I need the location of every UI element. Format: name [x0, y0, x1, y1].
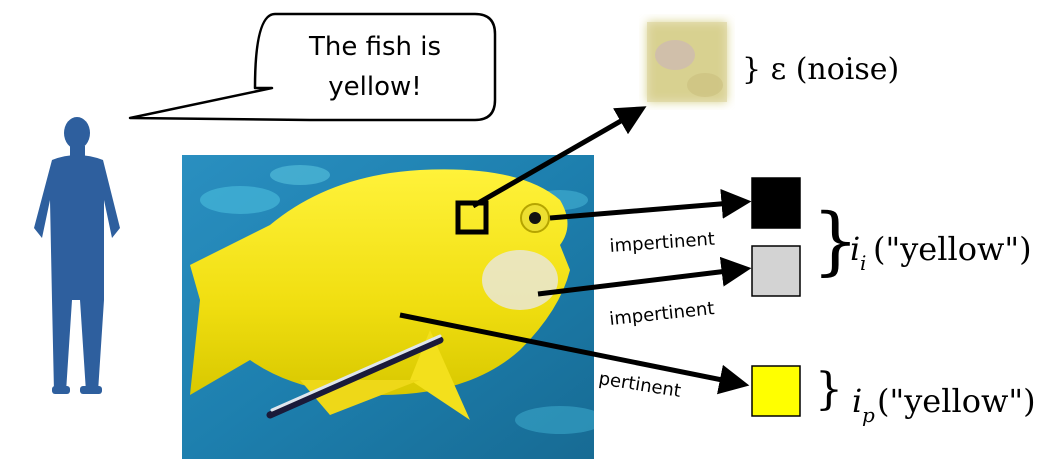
speech-line-1: The fish is — [308, 32, 441, 62]
impertinent-label-bottom: impertinent — [608, 298, 715, 330]
pertinent-term-subscript: p — [862, 403, 875, 427]
yellow-swatch — [752, 366, 800, 416]
speech-bubble-icon — [130, 14, 495, 120]
gray-swatch — [752, 246, 800, 296]
pertinent-term: i — [852, 382, 862, 420]
impertinent-label-top: impertinent — [609, 229, 716, 257]
person-silhouette-icon — [34, 117, 120, 394]
impertinent-term-arg: ("yellow") — [873, 230, 1032, 268]
pertinent-label: pertinent — [597, 368, 682, 402]
black-swatch — [752, 178, 800, 228]
pertinent-brace: } — [815, 364, 843, 415]
pertinent-term-arg: ("yellow") — [877, 382, 1036, 420]
impertinent-term-subscript: i — [860, 251, 866, 275]
speech-line-2: yellow! — [328, 72, 421, 102]
noise-label: } ε (noise) — [742, 52, 899, 87]
impertinent-term: i — [850, 230, 860, 268]
fish-photo — [182, 155, 605, 459]
